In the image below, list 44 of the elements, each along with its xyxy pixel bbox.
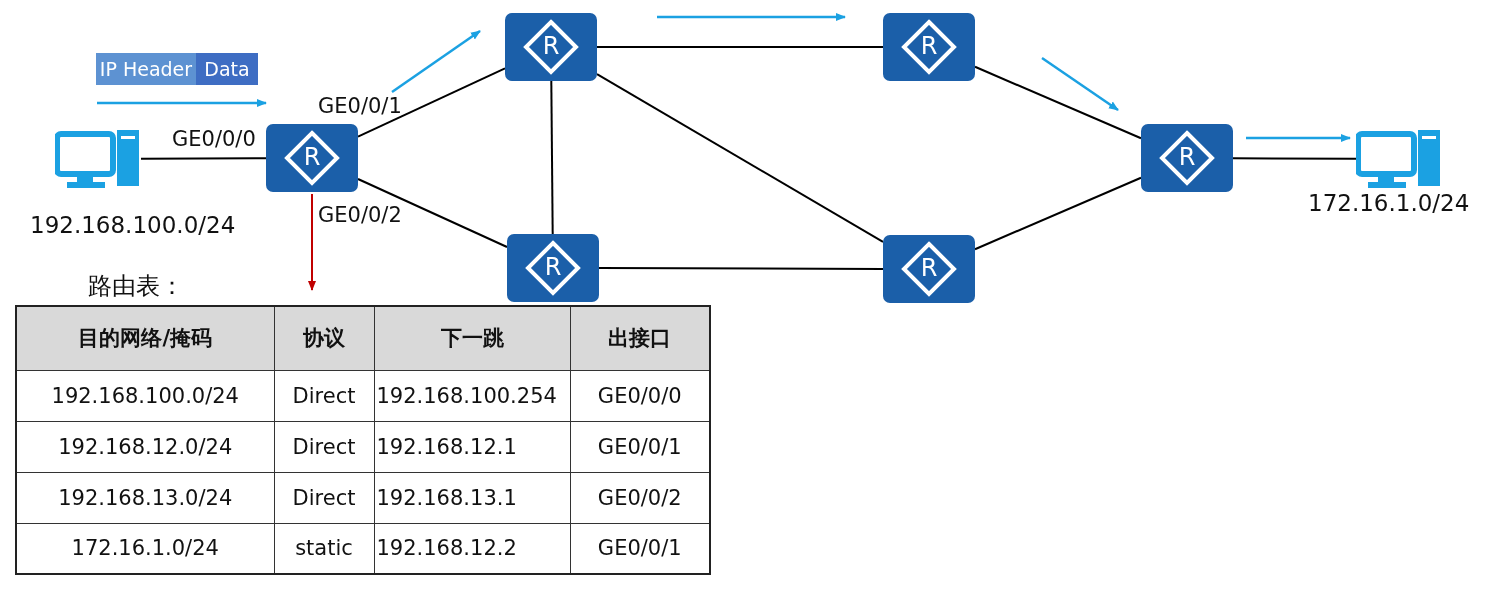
- table-cell: 192.168.13.1: [374, 472, 570, 523]
- router-letter: R: [541, 31, 561, 61]
- router-node: [507, 234, 599, 302]
- link-line: [974, 65, 1142, 140]
- header-cell: 下一跳: [374, 306, 570, 370]
- table-cell: Direct: [274, 370, 374, 421]
- table-cell: 192.168.12.0/24: [16, 421, 274, 472]
- port-label: GE0/0/2: [318, 203, 402, 227]
- link-line: [550, 80, 554, 235]
- link-line: [357, 67, 506, 138]
- subnet-label: 172.16.1.0/24: [1308, 190, 1470, 216]
- link-line: [598, 267, 884, 270]
- header-cell: 协议: [274, 306, 374, 370]
- router-node: [266, 124, 358, 192]
- table-cell: 192.168.13.0/24: [16, 472, 274, 523]
- link-line: [357, 178, 508, 248]
- table-cell: Direct: [274, 421, 374, 472]
- table-cell: 192.168.12.1: [374, 421, 570, 472]
- link-line: [596, 46, 884, 48]
- table-cell: 192.168.100.0/24: [16, 370, 274, 421]
- router-letter: R: [543, 252, 563, 282]
- link-line: [974, 176, 1142, 251]
- packet-field: Data: [196, 53, 258, 85]
- router-letter: R: [919, 253, 939, 283]
- router-letter: R: [302, 142, 322, 172]
- link-line: [596, 73, 884, 243]
- table-cell: Direct: [274, 472, 374, 523]
- header-cell: 目的网络/掩码: [16, 306, 274, 370]
- link-line: [140, 157, 267, 160]
- subnet-label: 192.168.100.0/24: [30, 212, 236, 238]
- router-node: [1141, 124, 1233, 192]
- port-label: GE0/0/0: [172, 127, 256, 151]
- router-node: [505, 13, 597, 81]
- header-cell: 出接口: [570, 306, 710, 370]
- port-label: GE0/0/1: [318, 94, 402, 118]
- table-cell: 192.168.100.254: [374, 370, 570, 421]
- arrow: [308, 193, 316, 291]
- table-title: 路由表：: [88, 271, 184, 302]
- packet-field: IP Header: [96, 53, 196, 85]
- router-node: [883, 13, 975, 81]
- router-node: [883, 235, 975, 303]
- router-letter: R: [1177, 142, 1197, 172]
- router-letter: R: [919, 31, 939, 61]
- link-line: [1232, 157, 1357, 160]
